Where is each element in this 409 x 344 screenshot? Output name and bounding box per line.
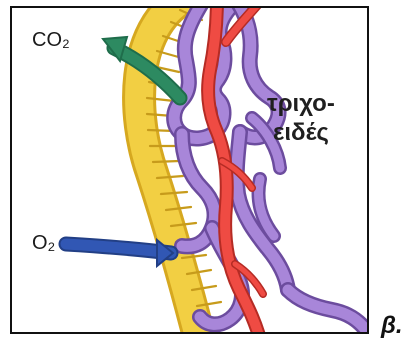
- capillary-network: [174, 8, 366, 330]
- capillaries-label: τριχο- ειδές: [267, 90, 335, 148]
- capillaries-label-line-2: ειδές: [267, 119, 335, 148]
- capillaries-label-line-1: τριχο-: [267, 90, 335, 119]
- co2-label: CO₂: [32, 30, 70, 50]
- figure-letter: β.: [381, 314, 403, 338]
- o2-arrow: [66, 240, 173, 266]
- gas-exchange-diagram: [12, 8, 369, 334]
- o2-label: O₂: [32, 233, 55, 253]
- diagram-frame: CO₂ O₂ τριχο- ειδές: [10, 6, 369, 334]
